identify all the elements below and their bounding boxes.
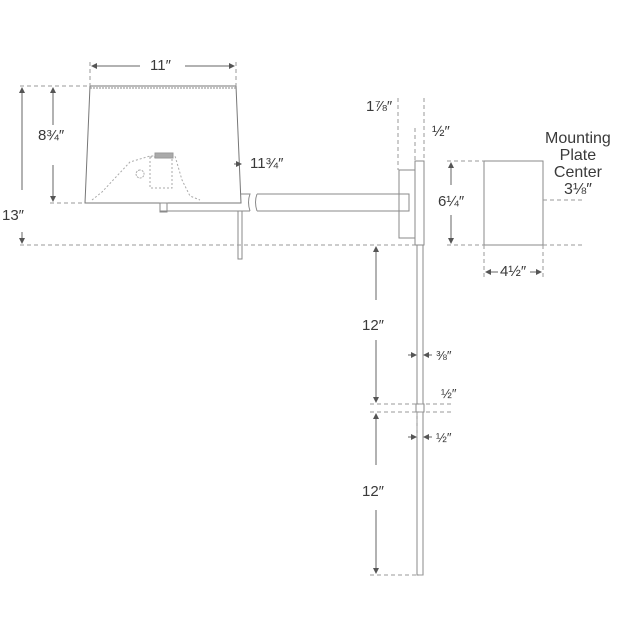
lamp-shade (84, 85, 242, 204)
dim-plate-width: 4½″ (500, 263, 527, 280)
mounting-label-line1: Mounting (545, 130, 611, 147)
mounting-plate-center-label: Mounting Plate Center 3⅛″ (545, 130, 611, 198)
dim-mounting-center: 3⅛″ (563, 181, 592, 198)
dim-plate-height: 6¼″ (438, 193, 465, 210)
dim-backplate-depth: ½″ (432, 123, 450, 140)
dim-rod-lower-length: 12″ (362, 483, 384, 500)
dim-shade-height: 8¾″ (38, 127, 65, 144)
dim-rod-diameter: ⅜″ (436, 348, 452, 363)
cord-cover-rod (415, 244, 425, 576)
mounting-label-line2: Plate (559, 147, 597, 164)
mounting-plate (483, 160, 544, 246)
dim-rod-upper-length: 12″ (362, 317, 384, 334)
mounting-label-line3: Center (553, 164, 602, 181)
dim-shade-top-width: 11″ (150, 57, 171, 74)
dim-coupler-width: ½″ (436, 430, 452, 445)
dim-canopy-depth: 1⅞″ (366, 98, 393, 115)
dim-shade-bottom-width: 11¾″ (250, 155, 284, 172)
swing-arm (159, 193, 399, 260)
wall-canopy (398, 160, 425, 246)
dim-overall-height: 13″ (2, 207, 24, 224)
dim-coupler-height: ½″ (441, 386, 457, 401)
